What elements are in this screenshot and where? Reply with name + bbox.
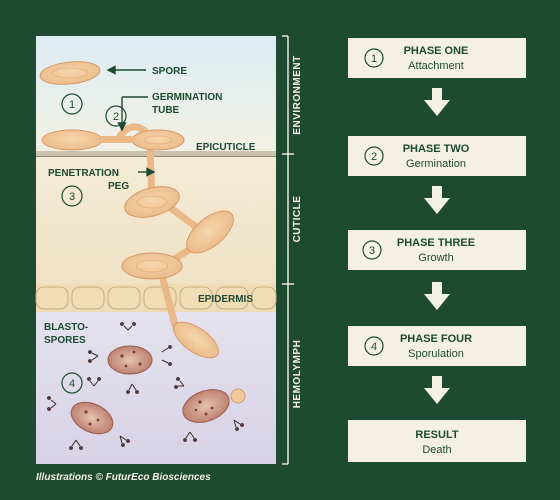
- phase-box-4: 4 PHASE FOUR Sporulation: [348, 326, 526, 366]
- spore-label: SPORE: [152, 66, 187, 77]
- phase-subtitle: Growth: [418, 252, 453, 264]
- epicuticle-label: EPICUTICLE: [196, 142, 256, 153]
- zone-label-environment: ENVIRONMENT: [292, 55, 303, 134]
- zone-label-hemolymph: HEMOLYMPH: [292, 340, 303, 409]
- blastospores-label-line1: BLASTO-: [44, 322, 88, 333]
- blastospore-2: [70, 401, 114, 435]
- penetration-label-line2: PEG: [108, 181, 129, 192]
- down-arrow-icon: [424, 376, 450, 404]
- epicuticle-layer: [36, 151, 276, 156]
- phase-flow: 1 PHASE ONE Attachment 2 PHASE TWO Germi…: [348, 38, 526, 462]
- phase-subtitle: Attachment: [408, 60, 464, 72]
- fungal-cells: [39, 61, 234, 359]
- hemolymph-zone: [36, 312, 276, 464]
- down-arrow-icon: [424, 88, 450, 116]
- phase-subtitle: Sporulation: [408, 348, 464, 360]
- attached-spore-cell: [41, 129, 103, 151]
- phase-title: PHASE FOUR: [400, 333, 472, 345]
- step-number-4: 4: [69, 378, 75, 390]
- penetration-cell: [124, 186, 180, 218]
- step-number-1: 1: [69, 99, 75, 111]
- blastospore-3: [182, 389, 230, 423]
- down-arrow-icon: [424, 186, 450, 214]
- phase-box-3: 3 PHASE THREE Growth: [348, 230, 526, 270]
- phase-number: 1: [371, 53, 377, 65]
- growth-cell-2: [121, 252, 183, 280]
- step-number-2: 2: [113, 111, 119, 123]
- result-title: RESULT: [415, 429, 458, 441]
- result-subtitle: Death: [422, 444, 451, 456]
- phase-title: PHASE ONE: [404, 45, 469, 57]
- zone-bracket: [282, 35, 294, 465]
- spore-cell: [39, 61, 101, 85]
- penetration-label-line1: PENETRATION: [48, 168, 119, 179]
- label-pointers: [106, 65, 156, 177]
- step-number-3: 3: [69, 191, 75, 203]
- illustration-labels: SPORE GERMINATION TUBE EPICUTICLE PENETR…: [44, 66, 256, 346]
- growth-cell-1: [186, 210, 234, 254]
- zone-label-cuticle: CUTICLE: [292, 196, 303, 243]
- phase-title: PHASE TWO: [403, 143, 470, 155]
- illustration-credit: Illustrations © FuturEco Biosciences: [36, 472, 211, 483]
- phase-number: 2: [371, 151, 377, 163]
- phase-number: 4: [371, 341, 377, 353]
- step-circles: [61, 93, 127, 394]
- phase-title: PHASE THREE: [397, 237, 475, 249]
- germination-tube-cell: [131, 129, 185, 151]
- growth-cell-3: [173, 321, 219, 359]
- phase-subtitle: Germination: [406, 158, 466, 170]
- phase-number: 3: [369, 245, 375, 257]
- epidermis-label: EPIDERMIS: [198, 294, 253, 305]
- blastospore-1: [107, 345, 153, 375]
- blastospores-label-line2: SPORES: [44, 335, 86, 346]
- blastospores: [47, 322, 246, 450]
- germination-label-line1: GERMINATION: [152, 92, 222, 103]
- phase-box-2: 2 PHASE TWO Germination: [348, 136, 526, 176]
- result-box: RESULT Death: [348, 420, 526, 462]
- germination-label-line2: TUBE: [152, 105, 180, 116]
- down-arrow-icon: [424, 282, 450, 310]
- phase-box-1: 1 PHASE ONE Attachment: [348, 38, 526, 78]
- illustration-panel: SPORE GERMINATION TUBE EPICUTICLE PENETR…: [35, 36, 277, 464]
